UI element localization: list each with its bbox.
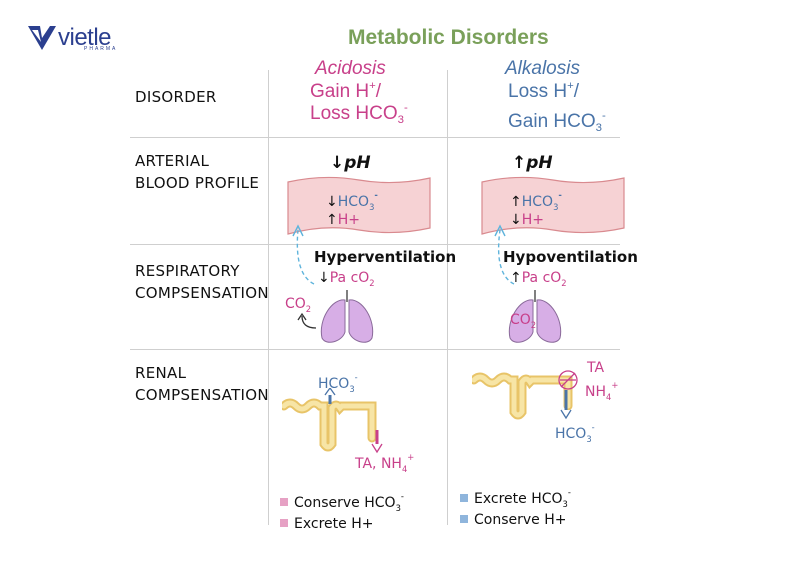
alk-nephron-tubule-icon bbox=[472, 370, 578, 420]
alk-ventilation-label: Hypoventilation bbox=[503, 248, 638, 266]
column-divider-left bbox=[268, 70, 269, 525]
acid-co2-arrow-icon bbox=[297, 312, 317, 329]
alk-lungs-icon bbox=[508, 290, 562, 343]
acid-legend: Conserve HCO3- Excrete H+ bbox=[280, 488, 404, 532]
row-divider-1 bbox=[130, 137, 620, 138]
acidosis-header: Acidosis bbox=[315, 58, 386, 79]
blue-square-icon bbox=[460, 515, 468, 523]
acid-co2-label: CO2 bbox=[285, 296, 312, 314]
alk-legend-item-1: Excrete HCO3- bbox=[460, 484, 571, 512]
alk-renal-hco3-label: HCO3- bbox=[555, 422, 595, 444]
alk-hco3-value: ↑HCO3- bbox=[510, 190, 562, 212]
acid-nephron-tubule-icon bbox=[282, 388, 383, 454]
alkalosis-line2: Gain HCO3- bbox=[508, 110, 606, 134]
acid-ph-label: ↓pH bbox=[330, 153, 371, 173]
acid-legend-item-2: Excrete H+ bbox=[280, 516, 404, 532]
alkalosis-line1: Loss H+/ bbox=[508, 80, 580, 102]
alk-legend-item-2: Conserve H+ bbox=[460, 512, 571, 528]
alk-blood-vessel bbox=[481, 176, 625, 235]
alk-h-value: ↓H+ bbox=[510, 212, 544, 228]
column-divider-right bbox=[447, 70, 448, 525]
acidosis-line2: Loss HCO3- bbox=[310, 102, 408, 126]
alk-feedback-arrow-icon bbox=[494, 224, 515, 285]
acid-blood-vessel bbox=[287, 176, 431, 235]
alk-ph-label: ↑pH bbox=[512, 153, 553, 173]
acid-legend-item-1: Conserve HCO3- bbox=[280, 488, 404, 516]
acid-hco3-value: ↓HCO3- bbox=[326, 190, 378, 212]
row-divider-2 bbox=[130, 244, 620, 245]
logo-wordmark: vietle bbox=[58, 24, 112, 51]
acid-renal-ta-label: TA, NH4+ bbox=[355, 452, 415, 474]
alk-paco2-label: ↑Pa cO2 bbox=[510, 270, 567, 288]
acidosis-line1: Gain H+/ bbox=[310, 80, 382, 102]
blue-square-icon bbox=[460, 494, 468, 502]
acid-lungs-icon bbox=[320, 290, 374, 343]
alk-renal-ta-label: TA bbox=[587, 360, 605, 376]
page-title: Metabolic Disorders bbox=[348, 26, 549, 49]
alk-legend: Excrete HCO3- Conserve H+ bbox=[460, 484, 571, 528]
acid-h-value: ↑H+ bbox=[326, 212, 360, 228]
acid-ventilation-label: Hyperventilation bbox=[314, 248, 457, 266]
logo-subtitle: PHARMA bbox=[84, 46, 118, 52]
row-divider-3 bbox=[130, 349, 620, 350]
alkalosis-header: Alkalosis bbox=[505, 58, 580, 79]
alk-co2-label: CO2 bbox=[510, 312, 537, 330]
acid-paco2-label: ↓Pa cO2 bbox=[318, 270, 375, 288]
pink-square-icon bbox=[280, 519, 288, 527]
alk-renal-nh4-label: NH4+ bbox=[585, 380, 619, 402]
pink-square-icon bbox=[280, 498, 288, 506]
acid-renal-hco3-label: HCO3- bbox=[318, 372, 358, 394]
vietle-logo-icon bbox=[28, 26, 56, 50]
acid-feedback-arrow-icon bbox=[292, 224, 315, 285]
row-label-disorder: DISORDER bbox=[135, 88, 217, 106]
